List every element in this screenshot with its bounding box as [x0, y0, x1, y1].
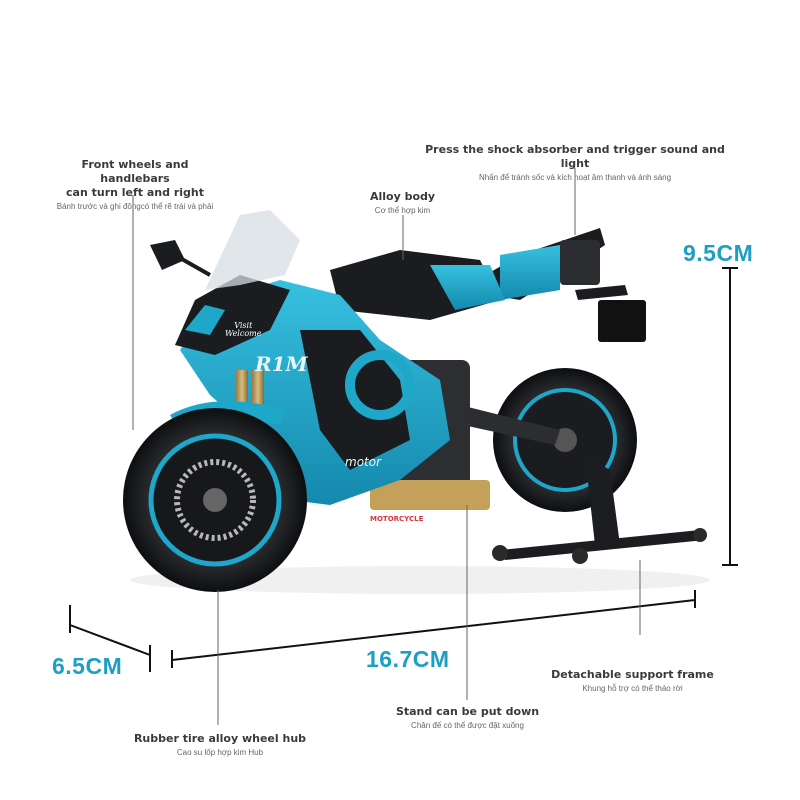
ground-shadow — [130, 566, 710, 594]
visit-welcome-decal: Visit Welcome — [225, 322, 261, 338]
annotation-shock-absorber: Press the shock absorber and trigger sou… — [420, 143, 730, 183]
headlight-graphic — [185, 305, 225, 335]
motorcycle-stripe: MOTORCYCLE — [370, 515, 424, 523]
annotation-alloy-body: Alloy body Cơ thể hợp kim — [345, 190, 460, 216]
support-stand — [492, 455, 707, 564]
front-wheels-title-1: Front wheels and handlebars — [81, 158, 189, 185]
height-dimension-label: 9.5CM — [683, 240, 754, 266]
annotation-stand: Stand can be put down Chân đế có thể đượ… — [385, 705, 550, 731]
front-wheel — [123, 408, 307, 592]
mirror — [150, 240, 211, 277]
annotation-front-wheels: Front wheels and handlebars can turn lef… — [55, 158, 215, 212]
stand-vi: Chân đế có thể được đặt xuống — [411, 721, 524, 730]
motor-decal: motor — [345, 455, 382, 469]
windscreen — [205, 210, 300, 290]
support-frame-title: Detachable support frame — [551, 668, 714, 681]
visit-text: Visit — [234, 321, 253, 330]
welcome-text: Welcome — [225, 329, 262, 338]
front-nose — [175, 275, 290, 355]
front-wheels-vi: Bánh trước và ghi đôngcó thể rẽ trái và … — [56, 202, 214, 211]
rubber-tire-title: Rubber tire alloy wheel hub — [133, 732, 307, 745]
tank-panel — [430, 265, 505, 310]
rubber-tire-vi: Cao su lốp hợp kim Hub — [176, 748, 264, 757]
rear-wheel — [493, 368, 637, 512]
annotation-rubber-tire: Rubber tire alloy wheel hub Cao su lốp h… — [130, 732, 310, 758]
length-dimension-label: 16.7CM — [366, 646, 450, 672]
number-nine-graphic — [345, 350, 415, 420]
front-wheels-title-2: can turn left and right — [66, 186, 204, 199]
alloy-body-title: Alloy body — [369, 190, 436, 203]
alloy-body-vi: Cơ thể hợp kim — [374, 206, 431, 215]
shock-absorber-title: Press the shock absorber and trigger sou… — [425, 143, 725, 170]
model-badge: R1M — [255, 352, 308, 376]
stand-title: Stand can be put down — [395, 705, 540, 718]
width-dimension-label: 6.5CM — [52, 653, 123, 679]
dimension-lines — [69, 267, 738, 672]
support-frame-vi: Khung hỗ trợ có thể tháo rời — [582, 684, 683, 693]
leader-lines — [132, 168, 641, 725]
annotation-support-frame: Detachable support frame Khung hỗ trợ có… — [545, 668, 720, 694]
shock-absorber-vi: Nhấn để tránh sốc và kích hoạt âm thanh … — [478, 173, 672, 182]
exhaust — [370, 480, 490, 510]
